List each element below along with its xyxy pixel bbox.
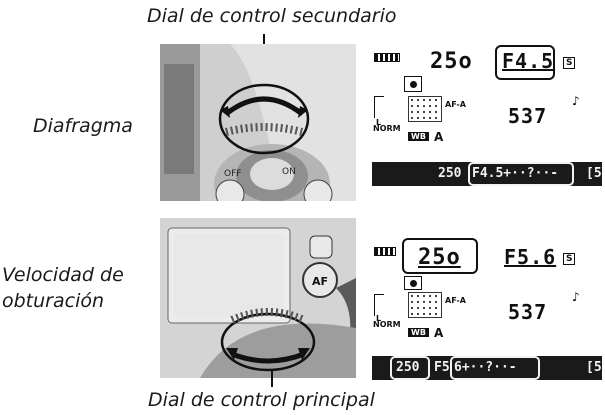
- vf2-shutter: 250: [396, 360, 420, 375]
- control-panel-lcd-2: 25o F5.6 S L AF-A 537 ♪ NORM WB A: [372, 238, 600, 344]
- frame-bracket-left: [374, 294, 384, 316]
- shutter-highlight-box: [402, 238, 478, 274]
- camera-photo-top: OFF ON: [160, 44, 356, 201]
- wb-setting: A: [434, 130, 444, 144]
- lcd-remaining-count: 537: [508, 104, 548, 128]
- svg-text:AF: AF: [312, 275, 328, 288]
- lcd-aperture-value: F5.6: [504, 245, 557, 269]
- mode-badge: S: [563, 253, 576, 265]
- focus-points-grid: [408, 292, 442, 318]
- main-dial-caption: Dial de control principal: [148, 389, 375, 411]
- shutter-speed-label-line2: obturación: [2, 290, 105, 312]
- shutter-speed-label-line1: Velocidad de: [2, 264, 124, 286]
- aperture-highlight-box: [495, 45, 555, 80]
- control-panel-lcd-1: 25o F4.5 S L AF-A 537 ♪ NORM WB A: [372, 44, 600, 148]
- image-size-label: L: [376, 118, 382, 127]
- vf2-exposure-highlight-box: [450, 356, 540, 380]
- vf1-remaining: [5: [586, 166, 602, 181]
- wb-setting: A: [434, 326, 444, 340]
- camera-back-illustration: AF: [160, 218, 356, 378]
- af-mode-label: AF-A: [445, 296, 466, 305]
- aperture-label: Diafragma: [33, 115, 133, 137]
- battery-icon: [374, 53, 400, 62]
- music-note-icon: ♪: [572, 94, 580, 108]
- wb-badge: WB: [408, 132, 429, 141]
- shutter-speed-label: Velocidad de obturación: [2, 262, 124, 314]
- vf2-shutter-highlight-box: [390, 356, 430, 380]
- vf2-remaining: [5: [586, 360, 602, 375]
- battery-icon: [374, 247, 396, 256]
- lcd-shutter-value: 25o: [418, 245, 461, 270]
- metering-icon: [404, 276, 422, 290]
- frame-bracket-left: [374, 96, 384, 118]
- svg-text:ON: ON: [282, 167, 296, 177]
- vf2-aperture: F5: [434, 360, 450, 375]
- lcd-remaining-count: 537: [508, 300, 548, 324]
- vf1-shutter: 250: [438, 166, 462, 181]
- secondary-dial-caption: Dial de control secundario: [147, 5, 397, 27]
- wb-badge: WB: [408, 328, 429, 337]
- vf1-aperture-highlight-box: [468, 162, 574, 186]
- metering-icon: [404, 76, 422, 92]
- lcd-shutter-value: 25o: [430, 49, 473, 74]
- music-note-icon: ♪: [572, 290, 580, 304]
- quality-label: NORM: [373, 124, 401, 133]
- lcd-aperture-value: F4.5: [502, 49, 555, 73]
- af-mode-label: AF-A: [445, 100, 466, 109]
- focus-points-grid: [408, 96, 442, 122]
- vf2-exposure-block: 6+··?··-: [454, 360, 517, 375]
- vf1-aperture-block: F4.5+··?··-: [472, 166, 559, 181]
- image-size-label: L: [376, 314, 382, 323]
- camera-photo-back: AF: [160, 218, 356, 378]
- main-dial-pointer-line: [271, 370, 273, 387]
- quality-label: NORM: [373, 320, 401, 329]
- viewfinder-display-1: 250 F4.5+··?··- [5: [372, 162, 602, 186]
- camera-top-illustration: OFF ON: [160, 44, 356, 201]
- viewfinder-display-2: 250 F5 6+··?··- [5: [372, 356, 602, 380]
- mode-badge: S: [563, 57, 576, 69]
- svg-text:OFF: OFF: [224, 169, 241, 179]
